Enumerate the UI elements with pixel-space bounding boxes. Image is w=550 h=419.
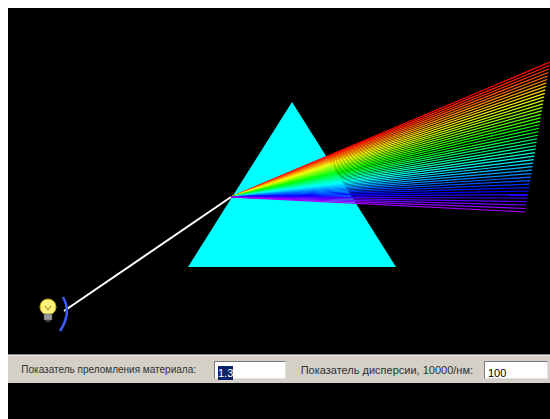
spectrum-ray (231, 100, 544, 197)
spectrum-ray (231, 156, 534, 197)
input-value: 1.3 (218, 366, 233, 380)
spectrum-ray (231, 153, 535, 197)
light-bulb (40, 297, 67, 331)
text-input: 1.3 (214, 361, 286, 379)
spectrum-ray (231, 69, 549, 197)
spectrum-ray (231, 76, 548, 197)
spectrum-ray (231, 163, 533, 197)
left-margin (0, 0, 8, 419)
spectrum-ray (231, 142, 537, 197)
bulb-base (44, 314, 52, 320)
spectrum-ray (231, 146, 536, 197)
spectrum-ray (231, 107, 542, 197)
spectrum-ray (231, 139, 537, 197)
spectrum-ray (231, 121, 540, 197)
spectrum-ray (231, 181, 530, 197)
spectrum-ray (231, 104, 543, 197)
spectrum-ray (231, 188, 529, 197)
spectrum-ray (231, 97, 544, 197)
control-bar-edge (8, 355, 550, 356)
spectrum-ray (231, 132, 538, 197)
spectrum-ray (231, 79, 547, 197)
spectrum-ray (231, 191, 528, 197)
spectrum-ray (231, 111, 542, 197)
spectrum-ray (231, 114, 541, 197)
spectrum-ray (231, 160, 534, 197)
spectrum-ray (231, 184, 530, 197)
spectrum-ray (231, 86, 546, 197)
top-margin (0, 0, 550, 8)
spectrum-fan (231, 62, 550, 212)
spectrum-ray (231, 149, 535, 197)
spectrum-ray (231, 197, 525, 212)
input-field: 1.3Показатель преломления материала: (214, 361, 286, 379)
white-light-beam (64, 197, 231, 311)
reflector (60, 297, 67, 331)
field-label: Показатель дисперсии, 10000/нм: (301, 361, 473, 379)
control-bar (8, 355, 550, 383)
spectrum-ray (231, 93, 545, 197)
input-value: 100 (488, 366, 506, 380)
spectrum-ray (231, 128, 539, 197)
field-label: Показатель преломления материала: (21, 361, 196, 379)
spectrum-ray (231, 90, 545, 197)
spectrum-ray (231, 177, 531, 197)
spectrum-ray (231, 118, 541, 197)
spectrum-ray (231, 174, 531, 197)
bulb-tip (46, 320, 50, 322)
text-input: 100 (484, 361, 548, 379)
spectrum-ray (231, 135, 538, 197)
spectrum-ray (231, 72, 548, 197)
spectrum-ray (231, 125, 540, 197)
input-field: 100Показатель дисперсии, 10000/нм: (484, 361, 548, 379)
spectrum-ray (231, 167, 533, 197)
spectrum-ray (231, 65, 549, 197)
spectrum-ray (231, 83, 547, 197)
bulb-glass (40, 299, 56, 315)
filament (45, 306, 51, 310)
spectrum-ray (231, 62, 550, 197)
spectrum-ray (231, 170, 532, 197)
